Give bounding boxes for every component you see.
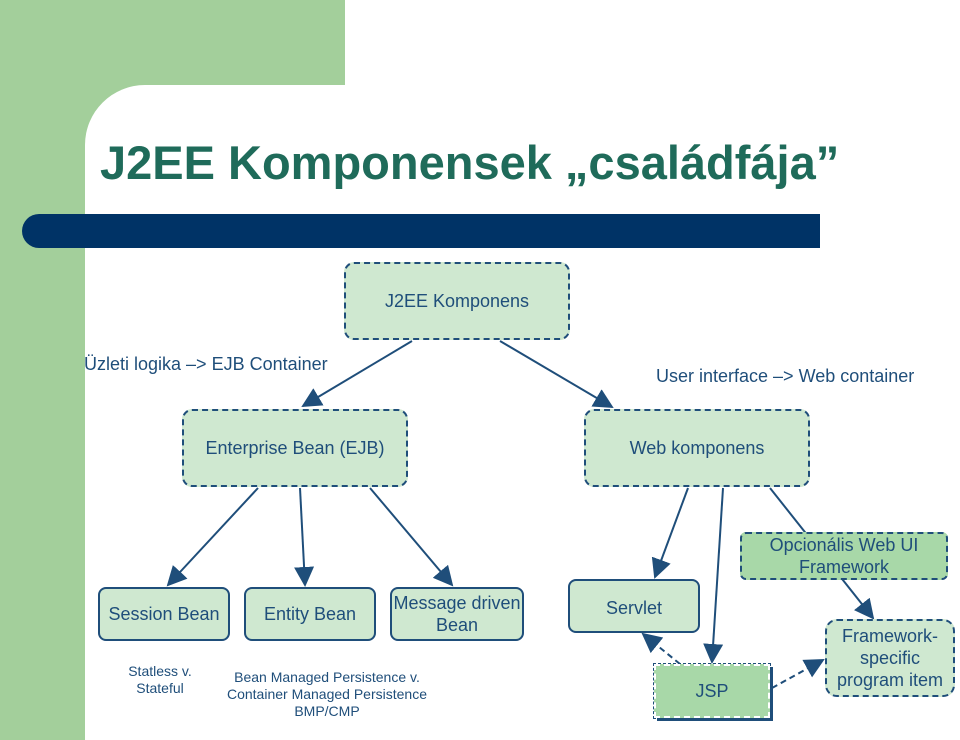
- note-session-text: Statless v. Stateful: [128, 663, 192, 696]
- edge-ejb-session: [166, 487, 259, 587]
- node-j2ee-component: J2EE Komponens: [344, 262, 570, 340]
- note-session-bean: Statless v. Stateful: [120, 663, 200, 697]
- node-optional-web-ui-framework: Opcionális Web UI Framework: [740, 532, 948, 580]
- label-business-logic: Üzleti logika –> EJB Container: [84, 354, 328, 374]
- edge-jsp-framework: [771, 659, 825, 689]
- label-user-interface: User interface –> Web container: [656, 366, 915, 386]
- note-entity-line-2: Container Managed Persistence: [226, 686, 427, 702]
- node-framework-specific-item: Framework-specific program item: [825, 619, 955, 697]
- note-entity-line-3: BMP/CMP: [294, 703, 360, 719]
- node-servlet: Servlet: [568, 579, 700, 633]
- edge-root-web: [499, 340, 614, 409]
- node-jsp: JSP: [653, 663, 771, 719]
- title-underline-bar: [22, 214, 820, 248]
- note-entity-bean: Bean Managed Persistence v. Container Ma…: [222, 669, 432, 720]
- edge-root-ejb: [301, 340, 413, 408]
- edge-ejb-message: [369, 487, 454, 587]
- edge-web-servlet: [651, 487, 689, 579]
- edge-ejb-entity: [294, 487, 315, 587]
- background-left-strip: [0, 85, 85, 740]
- node-enterprise-bean: Enterprise Bean (EJB): [182, 409, 408, 487]
- node-entity-bean: Entity Bean: [244, 587, 376, 641]
- edge-web-jsp: [703, 487, 724, 664]
- slide-title: J2EE Komponensek „családfája”: [100, 136, 840, 189]
- edge-jsp-servlet: [641, 632, 681, 665]
- node-web-component: Web komponens: [584, 409, 810, 487]
- node-session-bean: Session Bean: [98, 587, 230, 641]
- note-entity-line-1: Bean Managed Persistence v.: [234, 669, 420, 685]
- node-message-driven-bean: Message driven Bean: [390, 587, 524, 641]
